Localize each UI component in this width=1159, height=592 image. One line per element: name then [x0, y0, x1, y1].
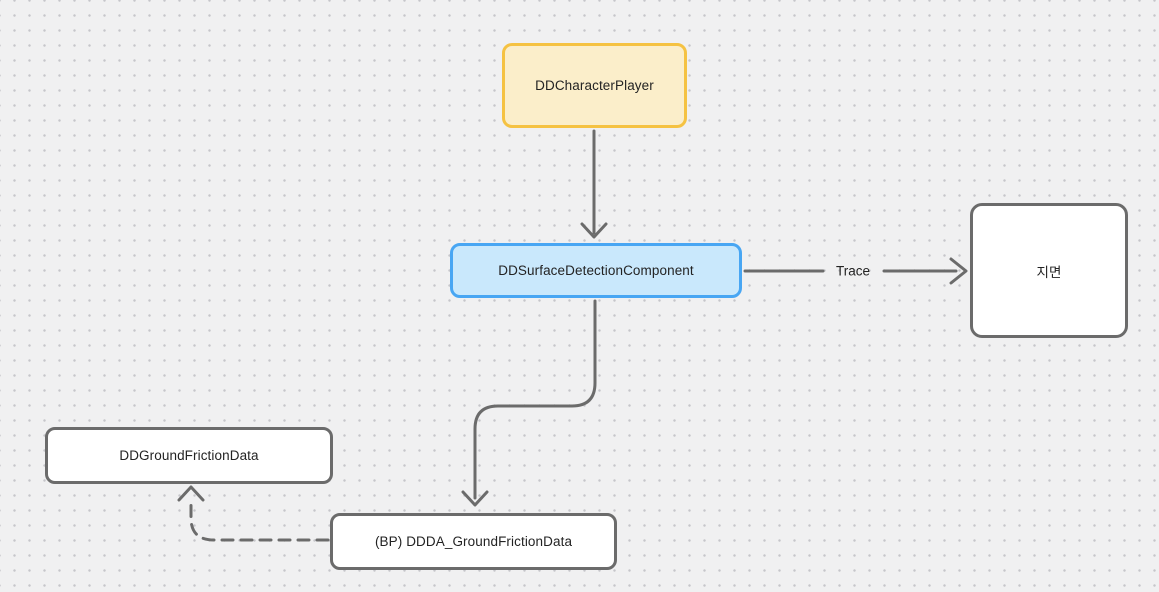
node-bp-ddda-ground-friction-data-label: (BP) DDDA_GroundFrictionData — [374, 534, 573, 549]
edge-surface-to-bp — [461, 299, 597, 507]
node-dd-character-player: DDCharacterPlayer — [502, 43, 687, 128]
node-dd-ground-friction-data: DDGroundFrictionData — [45, 427, 333, 484]
node-ground: 지면 — [970, 203, 1128, 338]
edge-player-to-surface — [580, 129, 608, 239]
node-dd-surface-detection-component: DDSurfaceDetectionComponent — [450, 243, 742, 298]
node-bp-ddda-ground-friction-data: (BP) DDDA_GroundFrictionData — [330, 513, 617, 570]
node-dd-surface-detection-component-label: DDSurfaceDetectionComponent — [498, 263, 694, 278]
edge-bp-to-friction-data — [177, 485, 330, 542]
edge-label-trace: Trace — [835, 263, 871, 279]
node-ground-label: 지면 — [1036, 264, 1062, 280]
node-dd-ground-friction-data-label: DDGroundFrictionData — [119, 448, 259, 463]
node-dd-character-player-label: DDCharacterPlayer — [535, 78, 654, 93]
